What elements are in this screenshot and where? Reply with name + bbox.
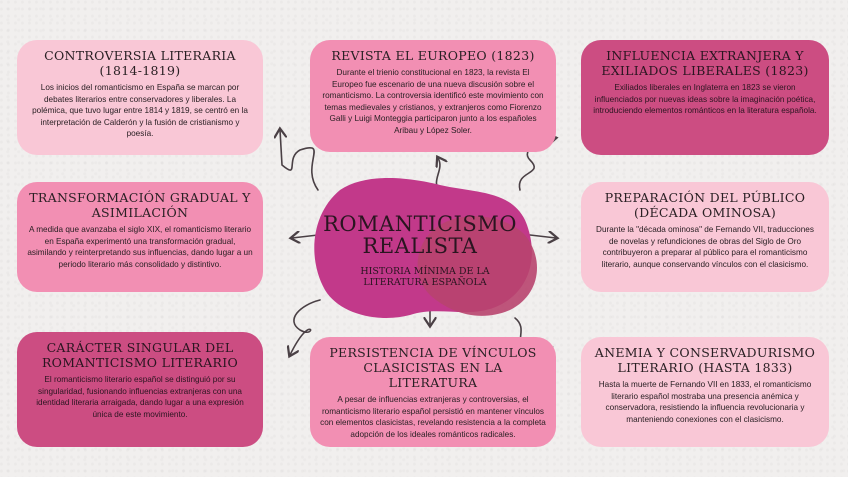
card-caracter-singular: CARÁCTER SINGULAR DEL ROMANTICISMO LITER…: [17, 332, 263, 447]
central-title: ROMANTICISMO REALISTA: [323, 212, 517, 258]
card-influencia-extranjera: INFLUENCIA EXTRANJERA Y EXILIADOS LIBERA…: [581, 40, 829, 155]
card-body: A pesar de influencias extranjeras y con…: [320, 395, 546, 439]
card-body: Exiliados liberales en Inglaterra en 182…: [593, 83, 817, 115]
card-body: A medida que avanzaba el siglo XIX, el r…: [27, 225, 253, 269]
card-title: ANEMIA Y CONSERVADURISMO LITERARIO (HAST…: [594, 345, 816, 375]
card-anemia-conservadurismo: ANEMIA Y CONSERVADURISMO LITERARIO (HAST…: [581, 337, 829, 447]
card-body: Hasta la muerte de Fernando VII en 1833,…: [598, 380, 812, 424]
card-persistencia-vinculos: PERSISTENCIA DE VÍNCULOS CLASICISTAS EN …: [310, 337, 556, 447]
card-controversia-literaria: CONTROVERSIA LITERARIA (1814-1819) Los i…: [17, 40, 263, 155]
card-body: Durante la "década ominosa" de Fernando …: [596, 225, 814, 269]
card-title: PREPARACIÓN DEL PÚBLICO (DÉCADA OMINOSA): [604, 190, 806, 220]
card-preparacion-del-publico: PREPARACIÓN DEL PÚBLICO (DÉCADA OMINOSA)…: [581, 182, 829, 292]
card-transformacion-gradual: TRANSFORMACIÓN GRADUAL Y ASIMILACIÓN A m…: [17, 182, 263, 292]
central-subtitle: HISTORIA MÍNIMA DE LA LITERATURA ESPAÑOL…: [360, 266, 490, 288]
card-title: CONTROVERSIA LITERARIA (1814-1819): [44, 48, 236, 78]
card-title: INFLUENCIA EXTRANJERA Y EXILIADOS LIBERA…: [601, 48, 809, 78]
card-body: El romanticismo literario español se dis…: [36, 375, 244, 419]
card-title: REVISTA EL EUROPEO (1823): [331, 48, 535, 63]
center-blob: [314, 178, 537, 318]
card-title: PERSISTENCIA DE VÍNCULOS CLASICISTAS EN …: [329, 345, 537, 390]
card-revista-el-europeo: REVISTA EL EUROPEO (1823) Durante el tri…: [310, 40, 556, 152]
card-title: CARÁCTER SINGULAR DEL ROMANTICISMO LITER…: [41, 340, 239, 370]
card-title: TRANSFORMACIÓN GRADUAL Y ASIMILACIÓN: [29, 190, 251, 220]
card-body: Durante el trienio constitucional en 182…: [322, 68, 544, 135]
card-body: Los inicios del romanticismo en España s…: [32, 83, 248, 138]
